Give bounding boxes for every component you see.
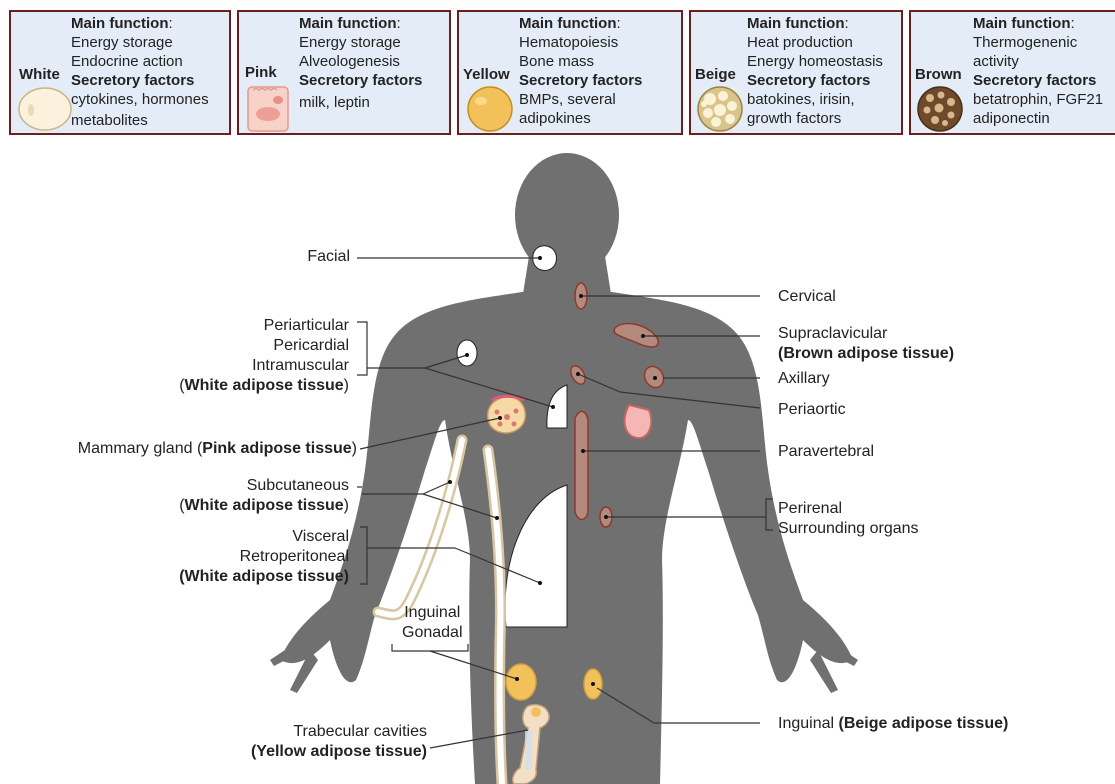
label-text: Inguinal — [402, 603, 463, 623]
label-text-bold: (White adipose tissue) — [179, 568, 349, 585]
label-text-bold: (Beige adipose tissue) — [839, 715, 1009, 732]
label-visceral: Visceral Retroperitoneal (White adipose … — [179, 527, 349, 587]
mammary-gland — [488, 396, 526, 433]
label-text: Axillary — [778, 370, 830, 387]
label-text: Intramuscular — [179, 356, 349, 376]
pink-breast — [625, 405, 652, 438]
label-trabecular: Trabecular cavities (Yellow adipose tiss… — [251, 722, 427, 762]
label-text: Gonadal — [402, 623, 463, 643]
body-silhouette — [280, 153, 853, 784]
label-text: ) — [344, 377, 349, 394]
label-periaortic: Periaortic — [778, 400, 846, 420]
label-text-bold: Pink adipose tissue — [202, 440, 351, 457]
label-text-bold: White adipose tissue — [185, 377, 344, 394]
gonadal-depot — [506, 664, 536, 700]
label-text-bold: (Yellow adipose tissue) — [251, 743, 427, 760]
label-text: Inguinal — [778, 715, 839, 732]
label-paravertebral: Paravertebral — [778, 442, 874, 462]
label-text: Mammary gland ( — [78, 440, 202, 457]
label-text: Trabecular cavities — [251, 722, 427, 742]
label-inguinal-gonadal: Inguinal Gonadal — [402, 603, 463, 643]
label-text: Subcutaneous — [179, 476, 349, 496]
label-text: Facial — [307, 248, 350, 265]
label-text: Periaortic — [778, 401, 846, 418]
label-text: Surrounding organs — [778, 519, 919, 539]
label-text: ) — [352, 440, 357, 457]
label-text: Periarticular — [179, 316, 349, 336]
label-supraclavicular: Supraclavicular (Brown adipose tissue) — [778, 324, 954, 364]
label-perirenal: Perirenal Surrounding organs — [778, 499, 919, 539]
label-facial: Facial — [307, 247, 350, 267]
paravertebral-depot — [575, 411, 588, 519]
label-text: ) — [344, 497, 349, 514]
label-cervical: Cervical — [778, 287, 836, 307]
label-subcutaneous: Subcutaneous (White adipose tissue) — [179, 476, 349, 516]
label-text: Paravertebral — [778, 443, 874, 460]
label-text-bold: White adipose tissue — [185, 497, 344, 514]
label-text: Supraclavicular — [778, 324, 954, 344]
label-wat-group-1: Periarticular Pericardial Intramuscular … — [179, 316, 349, 396]
label-text-bold: (Brown adipose tissue) — [778, 345, 954, 362]
label-text: Visceral — [179, 527, 349, 547]
label-text: Pericardial — [179, 336, 349, 356]
label-inguinal-beige: Inguinal (Beige adipose tissue) — [778, 714, 1008, 734]
label-mammary: Mammary gland (Pink adipose tissue) — [78, 439, 357, 459]
label-text: Perirenal — [778, 499, 919, 519]
label-text: Cervical — [778, 288, 836, 305]
label-axillary: Axillary — [778, 369, 830, 389]
label-text: Retroperitoneal — [179, 547, 349, 567]
